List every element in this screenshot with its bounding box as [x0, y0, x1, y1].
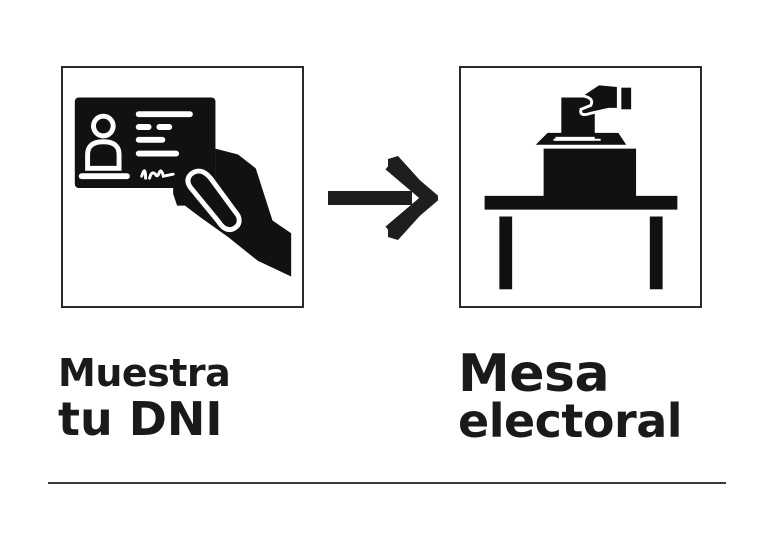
arrow-right-icon — [328, 156, 438, 240]
step-2-panel — [459, 66, 702, 308]
ballot-box-on-table-icon — [484, 82, 678, 290]
step-2-title-line1: Mesa — [458, 344, 610, 404]
step-1-title-line1: Muestra — [58, 351, 231, 395]
step-2-title-line2: electoral — [458, 394, 683, 448]
step-1-title-line2: tu DNI — [58, 392, 223, 446]
id-card-in-hand-icon — [74, 97, 292, 277]
divider — [48, 482, 726, 484]
step-1-panel — [61, 66, 304, 308]
